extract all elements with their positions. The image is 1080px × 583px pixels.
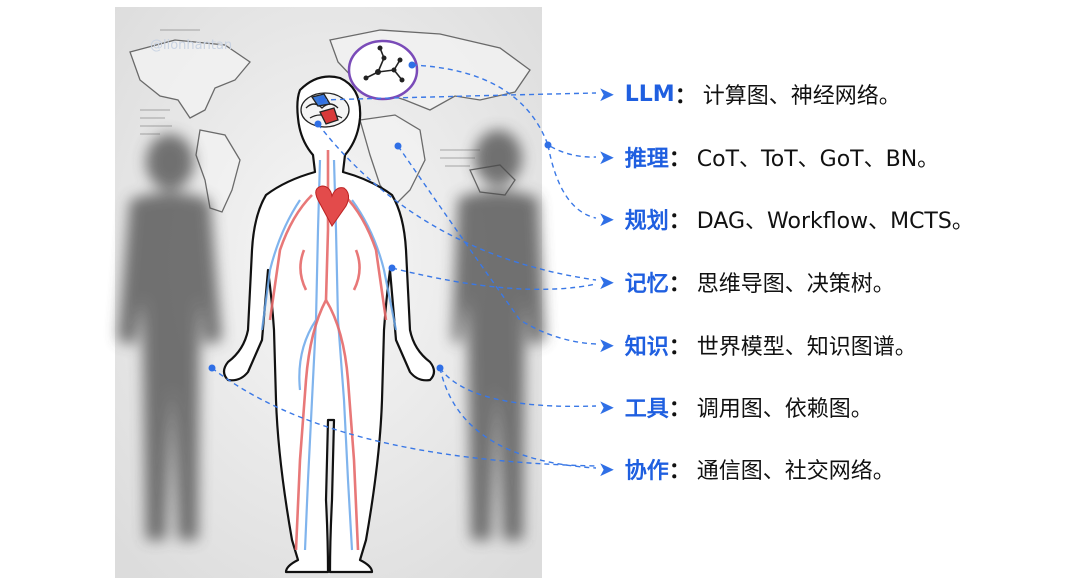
label-key: 协作 [624,459,669,484]
label-key: 规划 [624,209,669,234]
colon: ： [668,459,691,484]
arrow-icon: ➤ [598,270,615,294]
label-knowledge: ➤ 知识 ： 世界模型、知识图谱。 [598,327,917,363]
label-key: 知识 [624,335,669,360]
arrow-icon: ➤ [598,333,615,357]
label-value: 通信图、社交网络。 [696,459,895,484]
label-value: DAG、Workflow、MCTS。 [696,209,974,234]
label-tools: ➤ 工具 ： 调用图、依赖图。 [598,389,873,425]
connector-lines [211,64,597,469]
arrow-icon: ➤ [598,395,615,419]
label-key: LLM [624,81,675,107]
colon: ： [668,272,691,297]
shadow-person-left [118,134,222,540]
colon: ： [668,147,691,172]
connector-dots [208,61,552,372]
label-memory: ➤ 记忆 ： 思维导图、决策树。 [598,264,895,300]
label-key: 推理 [624,147,669,172]
arteries [268,150,388,551]
label-key: 记忆 [624,272,669,297]
brain [300,92,350,128]
label-value: 调用图、依赖图。 [696,397,873,422]
colon: ： [668,397,691,422]
arrow-icon: ➤ [598,145,615,169]
label-key: 工具 [624,397,669,422]
label-value: 思维导图、决策树。 [696,272,895,297]
heart [315,185,350,227]
colon: ： [668,209,691,234]
label-value: CoT、ToT、GoT、BN。 [696,147,940,172]
label-planning: ➤ 规划 ： DAG、Workflow、MCTS。 [598,201,974,237]
arrow-icon: ➤ [598,207,615,231]
shadow-person-right [452,130,545,540]
arrow-icon: ➤ [598,457,615,481]
network-graph-icon [347,39,419,101]
colon: ： [674,84,697,109]
human-figure [222,75,436,574]
map-scribbles [140,29,480,167]
colon: ： [668,335,691,360]
arrow-icon: ➤ [598,82,615,106]
watermark: @lionhantan [150,38,233,53]
label-value: 世界模型、知识图谱。 [696,335,917,360]
label-reasoning: ➤ 推理 ： CoT、ToT、GoT、BN。 [598,139,939,175]
label-llm: ➤ LLM ： 计算图、神经网络。 [598,76,901,112]
label-collaboration: ➤ 协作 ： 通信图、社交网络。 [598,451,895,487]
label-value: 计算图、神经网络。 [702,84,901,109]
